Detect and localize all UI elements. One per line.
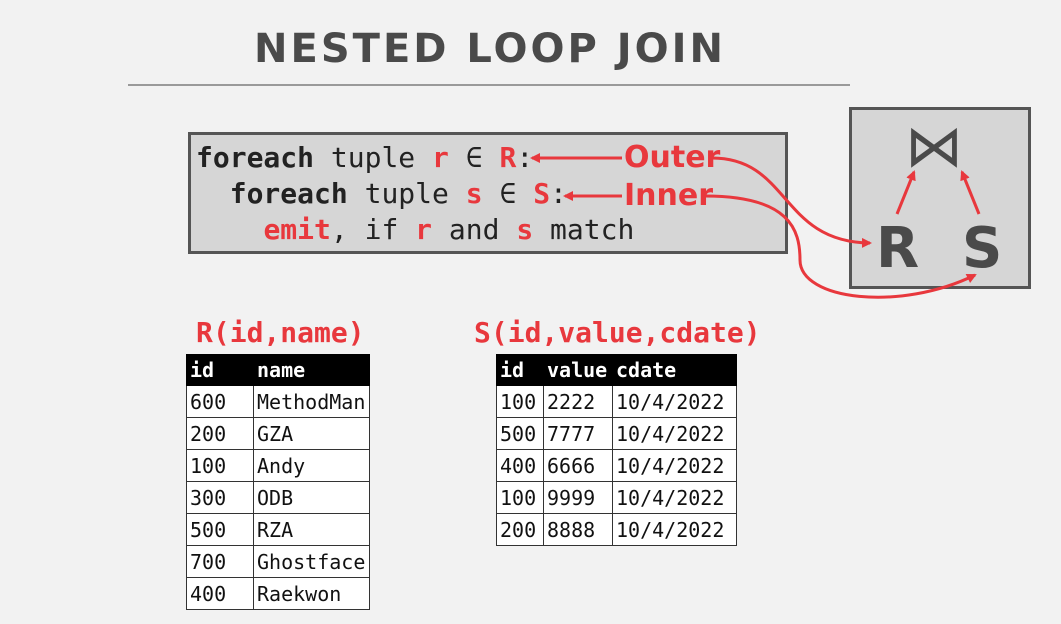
cell: 10/4/2022 [612,481,737,514]
code-text: ∈ [482,177,534,210]
code-text: : [550,177,567,210]
arrow-outer-to-r [711,156,872,248]
cell: 100 [496,385,544,418]
cell: RZA [253,513,370,546]
table-r-title: R(id,name) [196,316,365,349]
code-line-2: foreach tuple s ∈ S: [196,176,567,212]
relation-r-label: R [876,216,920,281]
code-text: : [516,141,534,174]
code-text: tuple [347,177,466,210]
cell: 200 [186,417,254,450]
cell: 10/4/2022 [612,417,737,450]
table-s-title: S(id,value,cdate) [474,316,761,349]
cell: 500 [496,417,544,450]
inner-label: Inner [624,178,714,213]
code-var-r: r [432,141,449,174]
join-operator-box [849,107,1031,289]
code-text: , if [330,213,416,246]
column-header: name [253,354,370,386]
column-header: cdate [612,354,737,386]
code-rel-r: R [499,141,517,174]
code-var-s: s [465,177,483,210]
code-text: match [533,213,635,246]
column-header: value [543,354,613,386]
cell: 400 [496,449,544,482]
column-header: id [186,354,254,386]
cell: GZA [253,417,370,450]
arrow-inner-to-s [704,194,977,299]
code-keyword-emit: emit [263,213,331,246]
cell: 100 [496,481,544,514]
code-keyword: foreach [196,141,315,174]
cell: 100 [186,449,254,482]
relation-s-label: S [962,216,1003,281]
code-text: ∈ [448,141,500,174]
cell: 700 [186,545,254,578]
cell: 200 [496,513,544,546]
arrow-s-to-join [960,170,981,215]
cell: ODB [253,481,370,514]
cell: 10/4/2022 [612,385,737,418]
column-header: id [496,354,544,386]
code-keyword: foreach [229,177,348,210]
cell: Andy [253,449,370,482]
cell: 300 [186,481,254,514]
bowtie-join-icon: ⋈ [905,112,963,180]
arrow-r-to-join [895,170,916,215]
outer-label: Outer [624,140,721,175]
cell: Raekwon [253,577,370,610]
cell: Ghostface [253,545,370,578]
cell: 6666 [543,449,613,482]
cell: 7777 [543,417,613,450]
cell: 2222 [543,385,613,418]
cell: 9999 [543,481,613,514]
code-line-1: foreach tuple r ∈ R: [196,140,533,176]
code-text: tuple [314,141,433,174]
title-divider [128,84,850,86]
code-var-s: s [516,213,534,246]
pseudocode-box [188,132,788,254]
slide-title: NESTED LOOP JOIN [254,26,726,72]
cell: 400 [186,577,254,610]
cell: 8888 [543,513,613,546]
code-rel-s: S [533,177,551,210]
cell: 10/4/2022 [612,513,737,546]
cell: 500 [186,513,254,546]
cell: MethodMan [253,385,370,418]
cell: 600 [186,385,254,418]
code-var-r: r [415,213,433,246]
cell: 10/4/2022 [612,449,737,482]
code-line-3: emit, if r and s match [196,212,634,248]
code-text: and [432,213,517,246]
